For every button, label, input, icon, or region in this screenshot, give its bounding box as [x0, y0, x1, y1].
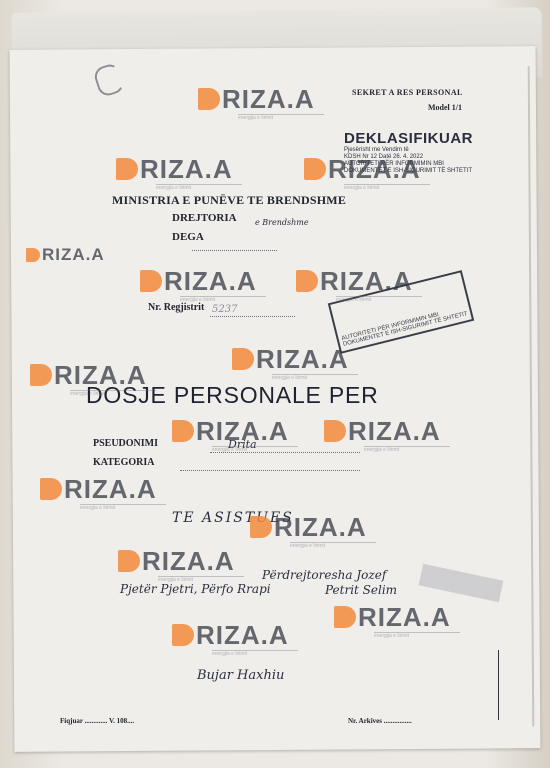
watermark-brand: RIZA.A — [196, 416, 289, 446]
watermark-brand: RIZA.A — [196, 620, 289, 650]
watermark-tagline: energjia e lirimit — [374, 632, 460, 641]
watermark-brand: RIZA.A — [222, 84, 315, 114]
watermark-logo-icon — [172, 624, 194, 646]
margin-line — [498, 650, 499, 720]
watermark-logo-icon — [140, 270, 162, 292]
handwritten-line-5: Bujar Haxhiu — [197, 668, 285, 683]
watermark: RIZA.A energjia e lirimit — [172, 620, 298, 657]
watermark-brand: RIZA.A — [54, 360, 147, 390]
watermark: RIZA.A energjia e lirimit — [232, 344, 358, 381]
watermark-tagline: energjia e lirimit — [238, 114, 324, 123]
branch-label: DEGA — [172, 231, 204, 243]
watermark-logo-icon — [198, 88, 220, 110]
watermark: RIZA.A energjia e lirimit — [324, 416, 450, 453]
registry-line — [210, 316, 295, 317]
watermark-brand: RIZA.A — [164, 266, 257, 296]
watermark-brand: RIZA.A — [274, 512, 367, 542]
watermark-tagline: energjia e lirimit — [180, 296, 266, 305]
watermark-logo-icon — [26, 247, 40, 262]
pseudonym-value: Drita — [228, 438, 257, 451]
authority-line-1: AUTORITETI PËR INFORMIMIN MBI — [344, 161, 444, 167]
handwritten-line-2: Pjetër Pjetri, Përfo Rrapi — [120, 582, 271, 596]
model-label: Model 1/1 — [428, 103, 462, 112]
watermark-logo-icon — [118, 550, 140, 572]
watermark: RIZA.A energjia e lirimit — [304, 154, 430, 191]
watermark-brand: RIZA.A — [64, 474, 157, 504]
watermark-logo-icon — [30, 364, 52, 386]
watermark-logo-icon — [172, 420, 194, 442]
watermark-tagline: energjia e lirimit — [158, 576, 244, 585]
watermark-tagline: energjia e lirimit — [344, 184, 430, 193]
watermark-logo-icon — [296, 270, 318, 292]
decision-line: Pjesërisht me Vendim të — [344, 147, 409, 153]
registry-label: Nr. Regjistrit — [148, 302, 205, 313]
authority-line-2: DOKUMENTET E ISH-SIGURIMIT TË SHTETIT — [344, 168, 473, 174]
watermark: RIZA.A energjia e lirimit — [118, 546, 244, 583]
watermark-tagline: energjia e lirimit — [212, 650, 298, 659]
watermark-logo-icon — [334, 606, 356, 628]
classification-label: SEKRET A RES PERSONAL — [352, 88, 463, 97]
watermark-logo-icon — [40, 478, 62, 500]
watermark-brand: RIZA.A — [320, 266, 413, 296]
watermark: RIZA.A energjia e lirimit — [198, 84, 324, 121]
watermark-logo-icon — [304, 158, 326, 180]
watermark-logo-icon — [232, 348, 254, 370]
watermark-brand: RIZA.A — [140, 154, 233, 184]
footer-left: Fiqjuar ............. V. 108.... — [60, 717, 135, 725]
branch-line — [192, 250, 277, 251]
directorate-label: DREJTORIA — [172, 212, 237, 224]
footer-right: Nr. Arkives ................ — [348, 717, 412, 725]
category-label: KATEGORIA — [93, 457, 155, 468]
handwritten-line-3: Petrit Selim — [325, 583, 398, 597]
watermark: RIZA.A energjia e lirimit — [30, 360, 156, 397]
watermark-brand: RIZA.A — [42, 245, 105, 264]
watermark: RIZA.A energjia e lirimit — [40, 474, 166, 511]
category-line — [180, 470, 360, 471]
declassification-stamp: DEKLASIFIKUAR Pjesërisht me Vendim të KD… — [344, 130, 484, 174]
watermark: RIZA.A energjia e lirimit — [172, 416, 298, 453]
watermark-brand: RIZA.A — [328, 154, 421, 184]
ministry-name: MINISTRIA E PUNËVE TE BRENDSHME — [112, 193, 347, 207]
declassified-label: DEKLASIFIKUAR — [344, 130, 473, 147]
watermark-logo-icon — [250, 516, 272, 538]
watermark-tagline: energjia e lirimit — [336, 296, 422, 305]
watermark-brand: RIZA.A — [358, 602, 451, 632]
watermark-tagline: energjia e lirimit — [80, 504, 166, 513]
watermark: RIZA.A energjia e lirimit — [250, 512, 376, 549]
directorate-value: e Brendshme — [255, 218, 309, 227]
pseudonym-label: PSEUDONIMI — [93, 438, 159, 449]
watermark-logo-icon — [116, 158, 138, 180]
dossier-title: DOSJE PERSONALE PER — [86, 382, 379, 408]
watermark-tagline: energjia e lirimit — [272, 374, 358, 383]
watermark-tagline: energjia e lirimit — [364, 446, 450, 455]
kdsh-line: KDSH Nr 12 Datë 26. 4. 2022 — [344, 154, 424, 160]
watermark-brand: RIZA.A — [142, 546, 235, 576]
watermark: RIZA.A energjia e lirimit — [296, 266, 422, 303]
registry-value: 5237 — [212, 304, 238, 315]
page-edge — [527, 66, 535, 727]
watermark: RIZA.A — [26, 246, 105, 263]
watermark-logo-icon — [324, 420, 346, 442]
watermark: RIZA.A energjia e lirimit — [116, 154, 242, 191]
watermark-tagline: energjia e lirimit — [290, 542, 376, 551]
watermark-tagline: energjia e lirimit — [156, 184, 242, 193]
watermark-brand: RIZA.A — [348, 416, 441, 446]
watermark-tagline: energjia e lirimit — [212, 446, 298, 455]
pseudonym-line — [210, 452, 360, 453]
watermark: RIZA.A energjia e lirimit — [334, 602, 460, 639]
watermark-brand: RIZA.A — [256, 344, 349, 374]
watermark: RIZA.A energjia e lirimit — [140, 266, 266, 303]
handwritten-line-1: Përdrejtoresha Jozef — [262, 568, 387, 582]
watermark-tagline: energjia e lirimit — [70, 390, 156, 399]
